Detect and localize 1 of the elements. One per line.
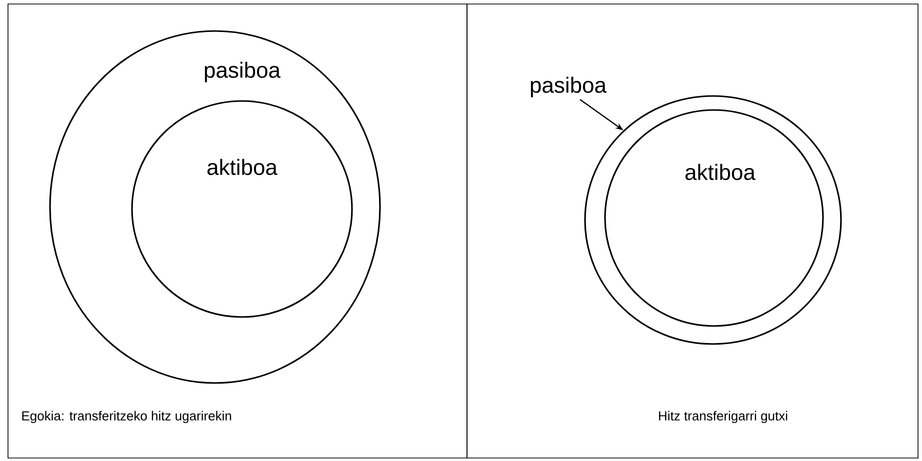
label-text: pasiboa xyxy=(530,76,607,98)
